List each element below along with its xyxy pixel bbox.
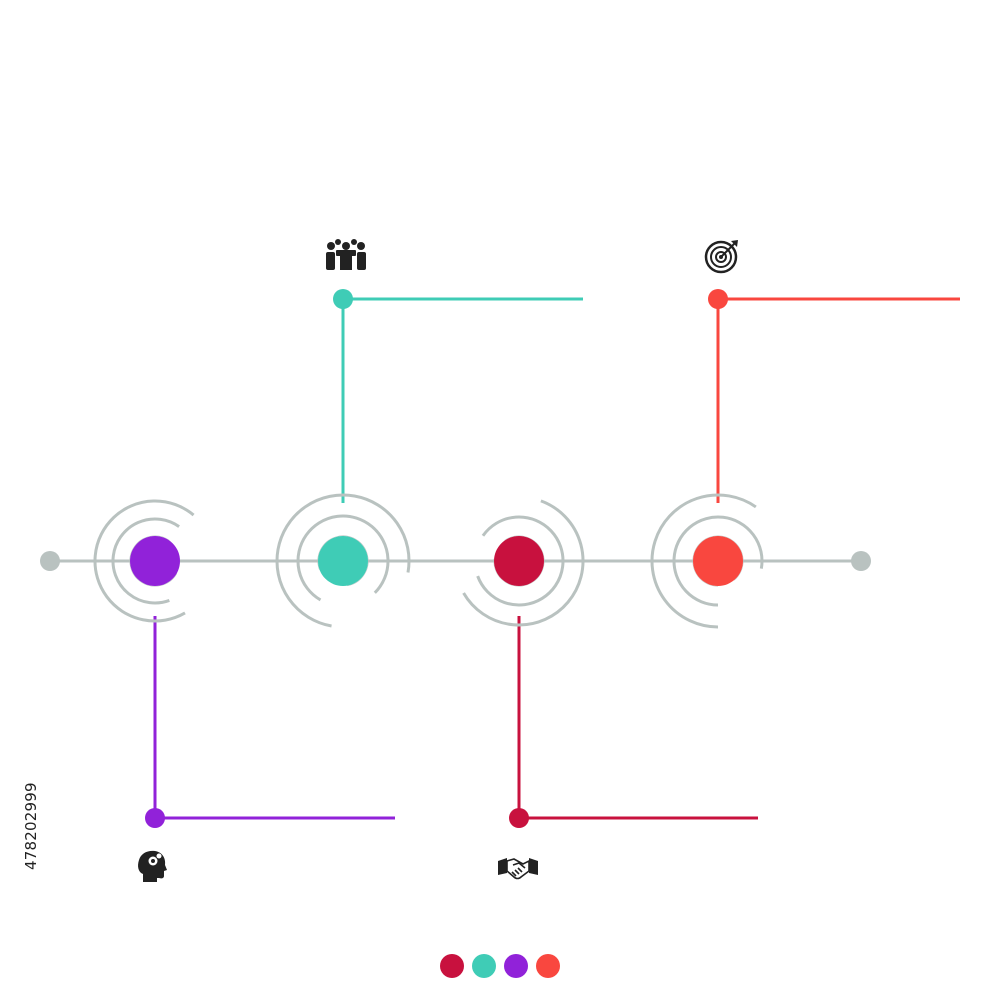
step-3-ring-arc-2 [476,515,565,607]
legend-dot-teal [472,954,496,978]
step-3-group [462,499,758,828]
step-2-group [275,289,583,628]
axis-end-dot [851,551,871,571]
axis-start-dot [40,551,60,571]
step-1-group [93,499,395,828]
step-2-end-dot [333,289,353,309]
handshake-icon [498,858,538,880]
step-4-node [693,536,743,586]
legend-dot-crimson [440,954,464,978]
step-4-end-dot [708,289,728,309]
legend-dot-coral [536,954,560,978]
step-1-ring-arc-2 [111,517,180,605]
step-2-ring-arc-2 [296,514,390,602]
meeting-icon [326,239,366,270]
step-1-end-dot [145,808,165,828]
step-4-group [650,289,960,629]
step-4-ring-arc-3 [650,493,757,629]
target-icon [704,240,738,274]
step-1-ring-arc-3 [93,499,195,623]
step-1-node [130,536,180,586]
step-3-ring-arc-3 [462,499,585,627]
step-2-ring-arc-3 [275,493,411,628]
step-3-end-dot [509,808,529,828]
color-legend [440,954,560,978]
step-3-node [494,536,544,586]
legend-dot-purple [504,954,528,978]
stock-id-text: 478202999 [22,782,40,870]
step-2-node [318,536,368,586]
step-4-ring-arc-2 [672,515,764,607]
head-gears-icon [138,850,167,882]
